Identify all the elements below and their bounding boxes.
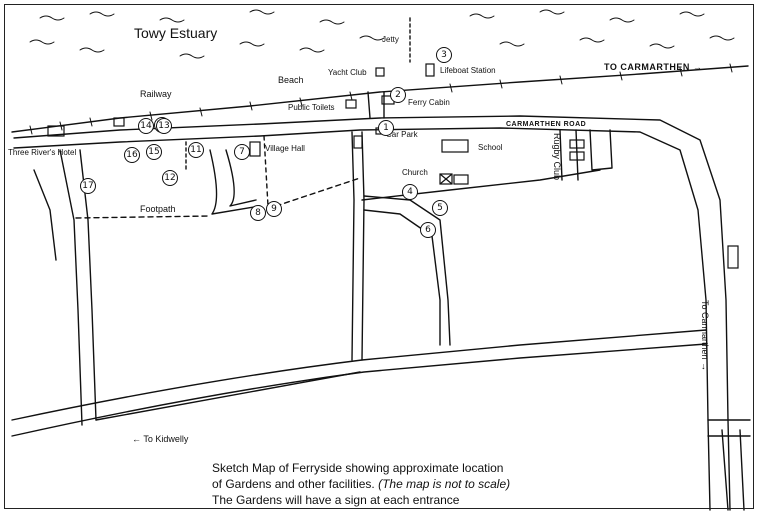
garden-marker-11[interactable]: 11 xyxy=(188,142,204,158)
rugby-club-label: Rugby Club xyxy=(552,133,562,181)
church-building xyxy=(439,173,453,185)
footpath-label: Footpath xyxy=(140,204,176,214)
garden-marker-6[interactable]: 6 xyxy=(420,222,436,238)
village-hall-building xyxy=(249,141,261,157)
path-hall-south xyxy=(263,135,269,207)
public-toilets-label: Public Toilets xyxy=(288,103,335,112)
church-label: Church xyxy=(402,168,428,177)
school-label: School xyxy=(478,143,503,152)
garden-marker-4[interactable]: 4 xyxy=(402,184,418,200)
garden-marker-5[interactable]: 5 xyxy=(432,200,448,216)
towy-estuary-label: Towy Estuary xyxy=(134,25,218,41)
building-14 xyxy=(113,117,125,127)
to-kidwelly-label: ← To Kidwelly xyxy=(132,434,189,444)
west-lane-b xyxy=(59,149,83,426)
east-lane xyxy=(589,129,613,171)
central-road-west-edge xyxy=(351,131,355,361)
central-road-east-edge xyxy=(361,131,365,361)
beach-label: Beach xyxy=(278,75,304,85)
south-road-south-edge xyxy=(11,343,707,437)
lifeboat-building xyxy=(425,63,435,77)
south-loop xyxy=(95,371,361,421)
garden-marker-17[interactable]: 17 xyxy=(80,178,96,194)
caption-not-to-scale: (The map is not to scale) xyxy=(378,477,511,491)
school-building xyxy=(441,139,469,153)
garden-marker-9[interactable]: 9 xyxy=(266,201,282,217)
to-carmarthen-side-label: To Carmarthen → xyxy=(700,300,710,372)
estuary-waves xyxy=(29,9,735,59)
west-lane-c xyxy=(33,169,57,261)
car-park-label: Car Park xyxy=(386,130,418,139)
village-hall-label: Village Hall xyxy=(265,144,305,153)
garden-marker-7[interactable]: 7 xyxy=(234,144,250,160)
garden-marker-3[interactable]: 3 xyxy=(436,47,452,63)
caption-line-2-text: of Gardens and other facilities. xyxy=(212,477,379,491)
footpath-east xyxy=(275,177,361,207)
carmarthen-road-label: CARMARTHEN ROAD xyxy=(506,121,587,128)
garden-marker-8[interactable]: 8 xyxy=(250,205,266,221)
rugby-lane xyxy=(559,129,579,181)
yacht-club-label: Yacht Club xyxy=(328,68,367,77)
central-building xyxy=(353,135,363,149)
garden-marker-13[interactable]: 13 xyxy=(156,118,172,134)
rugby-building xyxy=(569,139,585,149)
church-to-school xyxy=(361,169,601,201)
se-road xyxy=(721,429,745,511)
map-caption: Sketch Map of Ferryside showing approxim… xyxy=(212,460,572,508)
church-lane-north xyxy=(363,195,451,346)
garden-marker-16[interactable]: 16 xyxy=(124,147,140,163)
caption-line-1: Sketch Map of Ferryside showing approxim… xyxy=(212,461,504,475)
garden-marker-2[interactable]: 2 xyxy=(390,87,406,103)
se-building xyxy=(727,245,739,269)
carmarthen-road-south-edge xyxy=(13,127,711,511)
jetty-label: Jetty xyxy=(382,35,399,44)
railway-label: Railway xyxy=(140,89,172,99)
three-rivers-hotel-label: Three River's Hotel xyxy=(8,148,77,157)
se-exit xyxy=(707,419,751,437)
hall-loop-b xyxy=(225,149,257,207)
garden-marker-12[interactable]: 12 xyxy=(162,170,178,186)
yacht-club-building xyxy=(375,67,385,77)
south-road-north-edge xyxy=(11,329,707,421)
to-carmarthen-top-label: TO CARMARTHEN → xyxy=(604,62,703,72)
garden-marker-1[interactable]: 1 xyxy=(378,120,394,136)
toilets-building xyxy=(345,99,357,109)
caption-line-3: The Gardens will have a sign at each ent… xyxy=(212,493,460,507)
footpath-west xyxy=(75,215,211,219)
hall-loop-a xyxy=(209,149,261,215)
ferry-cabin-label: Ferry Cabin xyxy=(408,98,450,107)
garden-marker-15[interactable]: 15 xyxy=(146,144,162,160)
carmarthen-road-north-edge xyxy=(13,115,731,511)
hotel-building xyxy=(47,125,65,137)
garden-marker-14[interactable]: 14 xyxy=(138,118,154,134)
caption-line-2: of Gardens and other facilities. (The ma… xyxy=(212,476,572,492)
lifeboat-station-label: Lifeboat Station xyxy=(440,66,496,75)
